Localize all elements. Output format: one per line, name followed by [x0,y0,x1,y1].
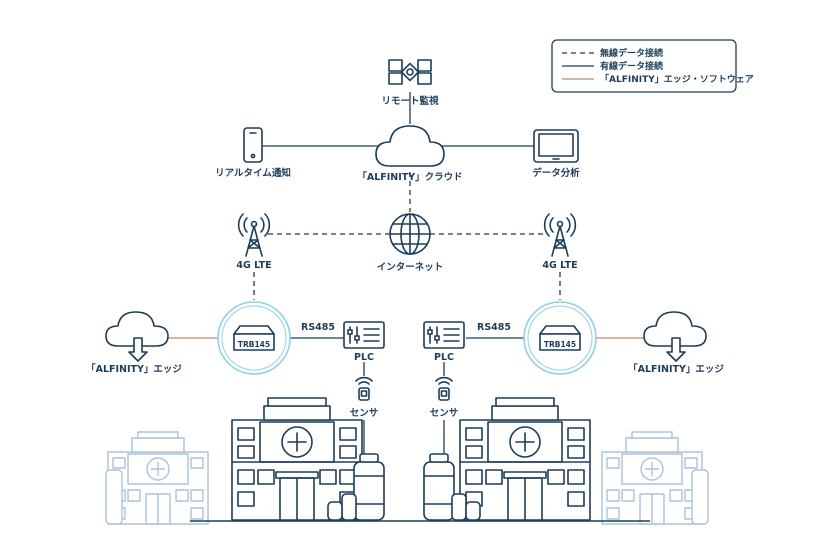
label-realtime-notification: リアルタイム通知 [215,167,291,179]
edge-cloud-icon-right [643,311,707,362]
faint-building-left [105,431,209,525]
label-edge-left: 「ALFINITY」エッジ [86,363,182,375]
label-router-left: TRB145 [238,340,270,349]
label-lte-right: 4G LTE [542,260,577,271]
satellite-icon [388,59,432,85]
tablet-icon [533,129,579,163]
label-sensor-left: センサ [350,408,379,419]
label-remote-monitoring: リモート監視 [381,95,439,107]
building-right [459,397,591,521]
plc-icon-left [343,321,385,349]
label-data-analysis: データ分析 [532,167,580,179]
smartphone-icon [243,127,263,163]
sensor-icon-left [355,376,373,401]
router-right: TRB145 [523,301,597,375]
legend-wired: 有線データ接続 [600,60,663,72]
label-sensor-right: センサ [430,408,459,419]
label-router-right: TRB145 [544,340,576,349]
label-lte-left: 4G LTE [236,260,271,271]
label-cloud: 「ALFINITY」クラウド [357,171,462,183]
label-rs485-left: RS485 [301,322,335,333]
cell-tower-icon-left [237,213,271,257]
connections [160,92,650,462]
legend-edge-software: 「ALFINITY」エッジ・ソフトウェア [600,73,754,85]
faint-building-right [601,431,709,525]
label-rs485-right: RS485 [477,322,511,333]
plc-icon-right [423,321,465,349]
label-plc-right: PLC [434,352,454,363]
sensor-icon-right [435,376,453,401]
edge-cloud-icon-left [105,311,169,362]
router-left: TRB145 [217,301,291,375]
label-plc-left: PLC [354,352,374,363]
cell-tower-icon-right [543,213,577,257]
legend-wireless: 無線データ接続 [600,47,663,59]
globe-icon [389,213,431,255]
label-edge-right: 「ALFINITY」エッジ [628,363,724,375]
legend: 無線データ接続 有線データ接続 「ALFINITY」エッジ・ソフトウェア [551,39,754,93]
label-internet: インターネット [377,261,444,273]
cloud-icon [375,125,445,167]
